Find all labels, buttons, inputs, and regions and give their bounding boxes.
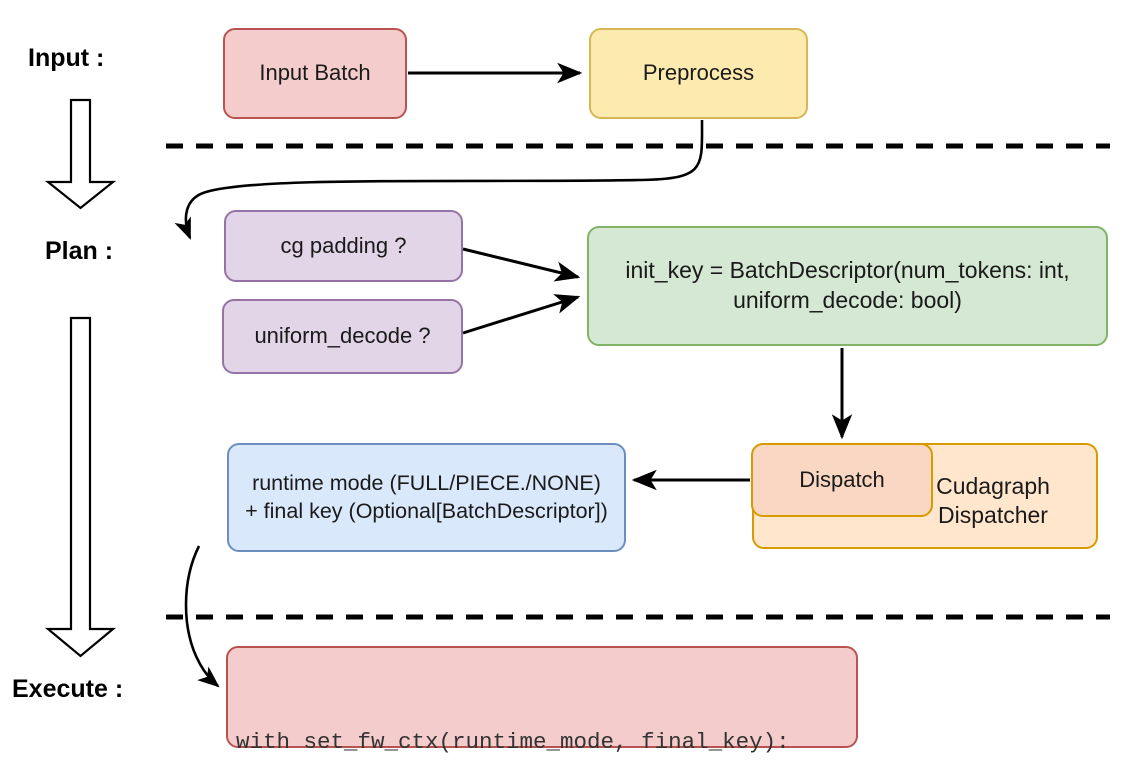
connector-uniform-decode-to-init-key [462,294,581,335]
node-init-key-line2: uniform_decode: bool) [733,287,962,313]
node-cg-padding-label: cg padding ? [280,232,407,258]
node-input-batch-label: Input Batch [259,60,371,86]
node-preprocess-label: Preprocess [642,60,755,86]
stage-arrow-plan-to-execute [44,316,117,658]
node-runtime-mode-line1: runtime mode (FULL/PIECE./NONE) [252,470,601,495]
node-uniform-decode[interactable]: uniform_decode ? [222,299,463,374]
node-input-batch[interactable]: Input Batch [223,28,407,119]
node-uniform-decode-label: uniform_decode ? [254,323,431,349]
stage-arrow-input-to-plan [44,98,117,210]
node-init-key-line1: init_key = BatchDescriptor(num_tokens: i… [625,257,1070,284]
node-cg-padding[interactable]: cg padding ? [224,210,463,282]
node-init-key[interactable]: init_key = BatchDescriptor(num_tokens: i… [587,226,1108,346]
node-execute-code[interactable]: with set_fw_ctx(runtime_mode, final_key)… [226,646,858,755]
node-runtime-mode[interactable]: runtime mode (FULL/PIECE./NONE) + final … [227,443,626,552]
stage-label-plan: Plan : [45,237,114,265]
connector-cg-padding-to-init-key [462,247,581,282]
connector-runtime-mode-to-execute-code [184,545,220,688]
stage-label-execute: Execute : [12,675,124,703]
stage-label-input: Input : [28,44,105,72]
node-dispatch-label: Dispatch [799,466,885,492]
node-execute-code-line1: with set_fw_ctx(runtime_mode, final_key)… [236,728,790,755]
node-preprocess[interactable]: Preprocess [589,28,808,119]
node-cudagraph-dispatcher-line1: Cudagraph [936,473,1050,499]
node-cudagraph-dispatcher-label: Cudagraph Dispatcher [908,472,1078,530]
node-dispatch[interactable]: Dispatch [751,443,933,517]
node-cudagraph-dispatcher-line2: Dispatcher [938,501,1048,528]
node-runtime-mode-line2: + final key (Optional[BatchDescriptor]) [245,498,608,523]
